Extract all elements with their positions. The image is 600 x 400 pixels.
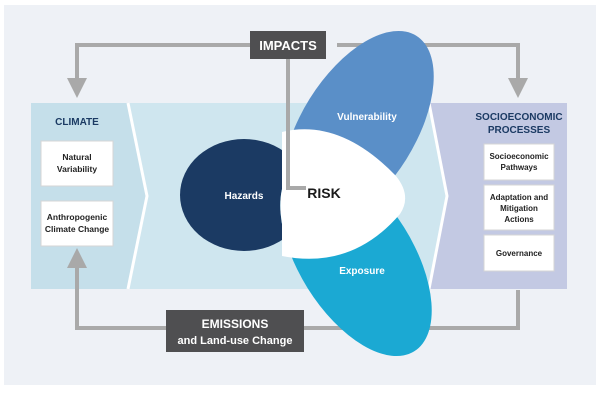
climate-box-natural-variability: Natural Variability bbox=[40, 140, 114, 187]
risk-core-center bbox=[282, 129, 406, 259]
socio-title-line1: SOCIOECONOMIC bbox=[475, 112, 562, 123]
emissions-box: EMISSIONS and Land-use Change bbox=[166, 310, 304, 352]
hazards-label: Hazards bbox=[225, 191, 264, 202]
socio-box-pathways: Socioeconomic Pathways bbox=[483, 143, 555, 181]
emissions-to-climate-connector bbox=[67, 248, 168, 330]
socio-box-line: Governance bbox=[496, 249, 543, 258]
climate-box-line: Anthropogenic bbox=[47, 212, 108, 222]
socio-title-line2: PROCESSES bbox=[488, 125, 551, 136]
socio-box-line: Mitigation bbox=[500, 204, 538, 213]
impacts-label: IMPACTS bbox=[259, 38, 317, 53]
climate-box-line: Climate Change bbox=[45, 224, 110, 234]
impacts-to-climate-connector bbox=[67, 43, 258, 98]
socio-box-line: Pathways bbox=[501, 163, 538, 172]
socio-chevron bbox=[427, 102, 449, 290]
emissions-title: EMISSIONS bbox=[202, 317, 269, 331]
impacts-box: IMPACTS bbox=[250, 31, 326, 59]
climate-band bbox=[31, 103, 147, 289]
socio-box-line: Socioeconomic bbox=[489, 152, 549, 161]
vulnerability-label: Vulnerability bbox=[337, 112, 397, 123]
emissions-subtitle: and Land-use Change bbox=[178, 335, 293, 347]
hazards-petal bbox=[180, 139, 308, 251]
climate-box-anthropogenic: Anthropogenic Climate Change bbox=[40, 200, 114, 247]
climate-box-line: Variability bbox=[57, 164, 97, 174]
impacts-to-risk-connector bbox=[286, 58, 306, 190]
climate-chevron bbox=[126, 102, 149, 290]
exposure-label: Exposure bbox=[339, 266, 385, 277]
climate-title: CLIMATE bbox=[55, 117, 99, 128]
socio-box-adaptation: Adaptation and Mitigation Actions bbox=[483, 184, 555, 231]
socio-box-governance: Governance bbox=[483, 234, 555, 272]
socio-box-line: Actions bbox=[504, 215, 534, 224]
risk-label: RISK bbox=[307, 185, 340, 201]
socio-box-line: Adaptation and bbox=[490, 193, 548, 202]
climate-box-line: Natural bbox=[62, 152, 91, 162]
